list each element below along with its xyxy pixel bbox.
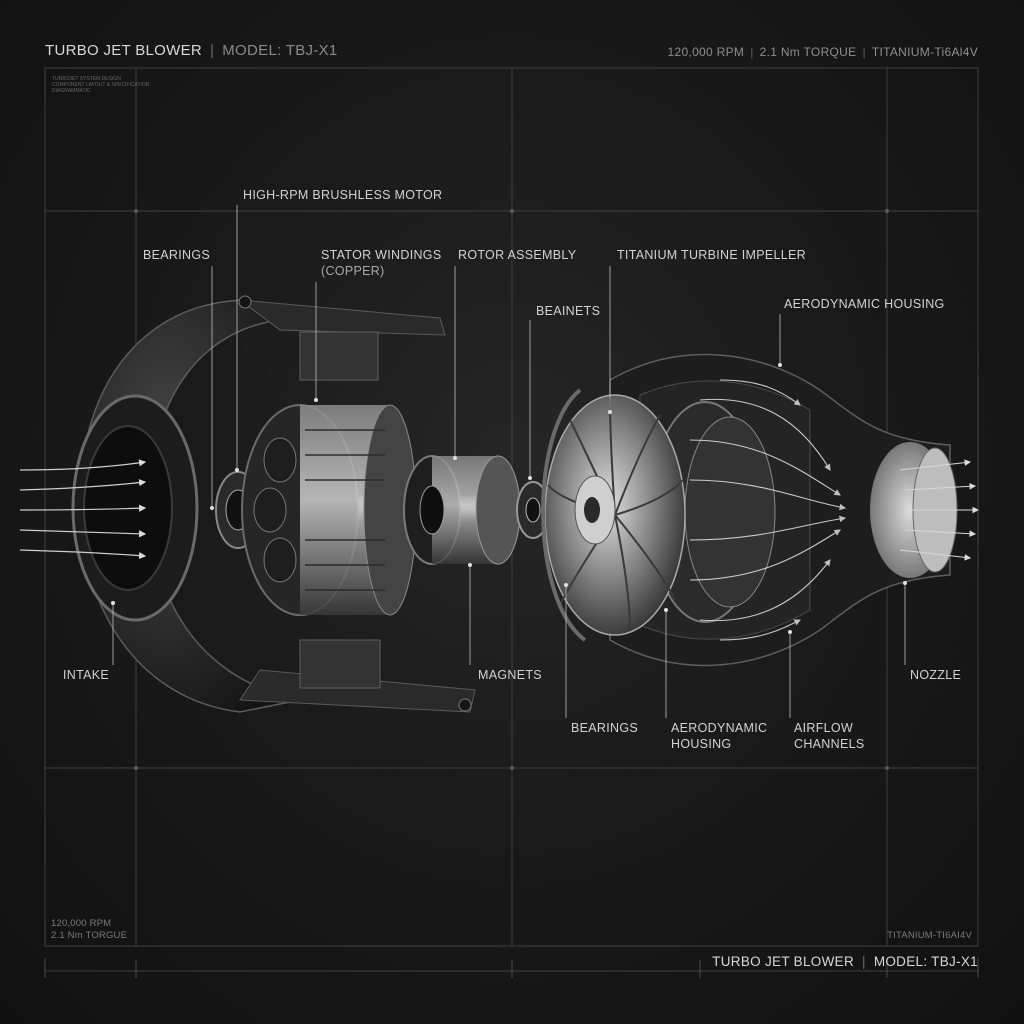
header-specs: 120,000 RPM|2.1 Nm TORQUE|TITANIUM-Ti6Al… — [667, 45, 978, 59]
fine-print-line: COMPONENT LAYOUT & SPECIFICATION — [52, 82, 150, 88]
callout-dots — [111, 363, 907, 634]
label-nozzle: NOZZLE — [910, 668, 962, 682]
frame-dots — [134, 209, 889, 770]
footer-model: MODEL: TBJ-X1 — [873, 954, 978, 969]
label-bearings-top: BEARINGS — [143, 248, 210, 262]
model-name: MODEL: TBJ-X1 — [222, 42, 338, 59]
label-motor: HIGH-RPM BRUSHLESS MOTOR — [243, 188, 443, 202]
footer-product: TURBO JET BLOWER — [712, 954, 854, 969]
callout-leaders — [112, 205, 906, 718]
label-housing-bottom-line2: HOUSING — [671, 737, 732, 751]
label-bearings-bottom: BEARINGS — [571, 721, 638, 735]
label-housing-bottom-line1: AERODYNAMIC — [671, 721, 768, 735]
fine-print-line: TURBOJET SYSTEM DESIGN — [52, 76, 121, 82]
label-stator-main: STATOR WINDINGS — [321, 248, 442, 262]
label-airflow-line1: AIRFLOW — [794, 721, 854, 735]
intake-airflow-arrows — [19, 459, 147, 560]
spec-material: TITANIUM-Ti6Al4V — [871, 45, 978, 59]
label-stator-sub: (COPPER) — [321, 264, 385, 278]
footer-torque: 2.1 Nm TORGUE — [51, 930, 128, 941]
label-intake: INTAKE — [63, 668, 110, 682]
airflow-channels — [689, 379, 847, 641]
spec-torque: 2.1 Nm TORQUE — [759, 45, 857, 59]
spec-rpm: 120,000 RPM — [667, 45, 745, 59]
intake-shell — [71, 295, 476, 713]
stator-windings — [241, 404, 417, 616]
footer-material: TITANIUM-TI6AI4V — [887, 930, 972, 941]
fine-print-line: DIAGRAMMATIC — [52, 88, 91, 94]
label-beainets: BEAINETS — [536, 304, 601, 318]
label-housing-top: AERODYNAMIC HOUSING — [784, 297, 945, 311]
outlet-airflow-arrows — [899, 459, 980, 561]
label-airflow-line2: CHANNELS — [794, 737, 865, 751]
footer-rpm: 120,000 RPM — [51, 918, 112, 929]
footer-specs: 120,000 RPM 2.1 Nm TORGUE — [51, 918, 127, 942]
label-impeller: TITANIUM TURBINE IMPELLER — [617, 248, 807, 262]
blueprint-frame — [44, 67, 979, 972]
rotor-assembly — [403, 455, 521, 565]
footer-title: TURBO JET BLOWER|MODEL: TBJ-X1 — [712, 954, 978, 969]
label-magnets: MAGNETS — [478, 668, 542, 682]
label-stator: STATOR WINDINGS (COPPER) — [321, 247, 441, 279]
product-name: TURBO JET BLOWER — [45, 42, 203, 59]
shroud-arc — [541, 388, 587, 642]
titanium-turbine-impeller — [544, 394, 686, 636]
label-housing-bottom: AERODYNAMIC HOUSING — [671, 720, 767, 752]
bottom-ruler — [44, 958, 979, 978]
label-rotor: ROTOR ASSEMBLY — [458, 248, 577, 262]
fine-print: TURBOJET SYSTEM DESIGN COMPONENT LAYOUT … — [52, 76, 149, 94]
label-airflow: AIRFLOW CHANNELS — [794, 720, 864, 752]
header-title: TURBO JET BLOWER|MODEL: TBJ-X1 — [45, 42, 338, 59]
